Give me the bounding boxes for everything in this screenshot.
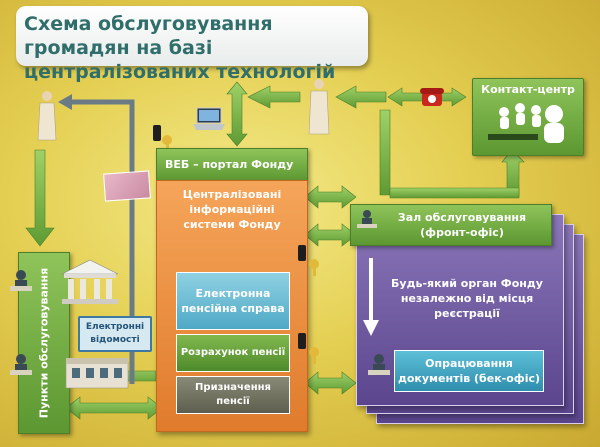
desk-clerk-icon bbox=[357, 210, 377, 228]
any-body-text: Будь-який орган Фонду незалежно від місц… bbox=[391, 277, 543, 320]
arrow-central-hall-2 bbox=[304, 223, 357, 247]
arrow-person-down bbox=[25, 149, 55, 247]
phone-icon bbox=[420, 88, 444, 106]
laptop-icon bbox=[193, 107, 225, 130]
electronic-statements-label: Електронні відомості bbox=[85, 322, 145, 345]
doc-processing-box: Опрацювання документів (бек-офіс) bbox=[394, 350, 544, 392]
backoffice-clerk-icon bbox=[368, 354, 390, 375]
arrow-hall-to-contact bbox=[389, 187, 520, 199]
arrow-top-left-2 bbox=[335, 85, 387, 109]
service-hall-box: Зал обслуговування (фронт-офіс) bbox=[350, 204, 552, 246]
pension-calc-label: Розрахунок пенсії bbox=[180, 347, 286, 358]
bank-building-icon bbox=[61, 259, 119, 304]
central-systems-label: Централізовані інформаційні системи Фонд… bbox=[182, 188, 282, 231]
usb-key-icon-3 bbox=[298, 333, 319, 364]
usb-key-icon-2 bbox=[298, 245, 319, 276]
contact-center-box: Контакт-центр bbox=[472, 78, 584, 156]
service-point-clerk-icon-2 bbox=[10, 354, 32, 375]
doc-processing-label: Опрацювання документів (бек-офіс) bbox=[397, 357, 541, 385]
usb-key-icon bbox=[153, 125, 172, 151]
post-office-icon bbox=[65, 358, 129, 389]
arrow-central-hall bbox=[304, 185, 357, 209]
banknotes-icon bbox=[103, 170, 151, 202]
person-icon-left bbox=[37, 91, 57, 141]
electronic-pension-box: Електронна пенсійна справа bbox=[176, 272, 290, 330]
operators-icon bbox=[488, 103, 564, 143]
web-portal-box: ВЕБ – портал Фонду bbox=[156, 148, 308, 182]
down-arrow-white bbox=[363, 258, 379, 336]
title-box bbox=[16, 6, 368, 66]
web-portal-label: ВЕБ – портал Фонду bbox=[165, 158, 294, 171]
service-point-clerk-icon-1 bbox=[10, 270, 32, 291]
service-points-label: Пункти обслуговування bbox=[37, 267, 51, 419]
arrow-assign-backoffice bbox=[304, 371, 357, 395]
grey-arrow-head bbox=[58, 94, 72, 110]
arrow-laptop-vertical bbox=[226, 81, 248, 147]
grey-line-to-person bbox=[72, 99, 135, 384]
pension-assign-label: Призначення пенсії bbox=[195, 382, 271, 407]
pension-assign-box: Призначення пенсії bbox=[176, 376, 290, 414]
electronic-statements-label-box: Електронні відомості bbox=[78, 316, 152, 352]
arrow-points-central bbox=[65, 396, 163, 420]
person-icon-center bbox=[308, 79, 330, 135]
electronic-pension-label: Електронна пенсійна справа bbox=[181, 287, 285, 315]
diagram-title: Схема обслуговування громадян на базі це… bbox=[24, 13, 336, 83]
contact-center-label: Контакт-центр bbox=[481, 83, 575, 96]
arrow-right-vertical bbox=[379, 109, 391, 196]
arrow-top-left-1 bbox=[247, 85, 301, 109]
pension-calc-box: Розрахунок пенсії bbox=[176, 334, 290, 372]
service-hall-label: Зал обслуговування (фронт-офіс) bbox=[397, 211, 527, 239]
